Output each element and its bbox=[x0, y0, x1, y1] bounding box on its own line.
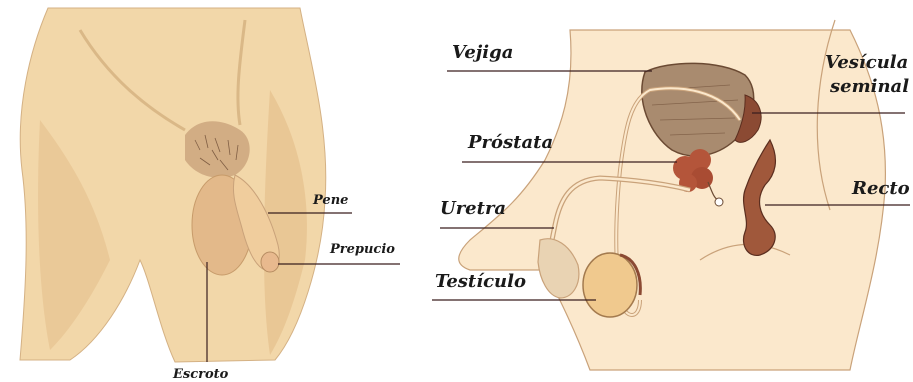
label-prostata: Próstata bbox=[467, 132, 553, 153]
label-recto: Recto bbox=[851, 178, 910, 199]
label-vesicula-line2: seminal bbox=[829, 76, 909, 97]
label-uretra: Uretra bbox=[440, 198, 506, 219]
glans bbox=[261, 252, 279, 272]
label-escroto: Escroto bbox=[172, 367, 229, 382]
label-testiculo: Testículo bbox=[435, 271, 526, 292]
label-prepucio: Prepucio bbox=[329, 242, 395, 257]
label-vesicula-line1: Vesícula bbox=[825, 52, 908, 73]
label-vejiga: Vejiga bbox=[452, 42, 513, 63]
label-pene: Pene bbox=[312, 193, 348, 208]
external-anatomy-figure bbox=[20, 8, 326, 362]
internal-anatomy-figure bbox=[459, 20, 886, 370]
testicle bbox=[583, 253, 637, 317]
